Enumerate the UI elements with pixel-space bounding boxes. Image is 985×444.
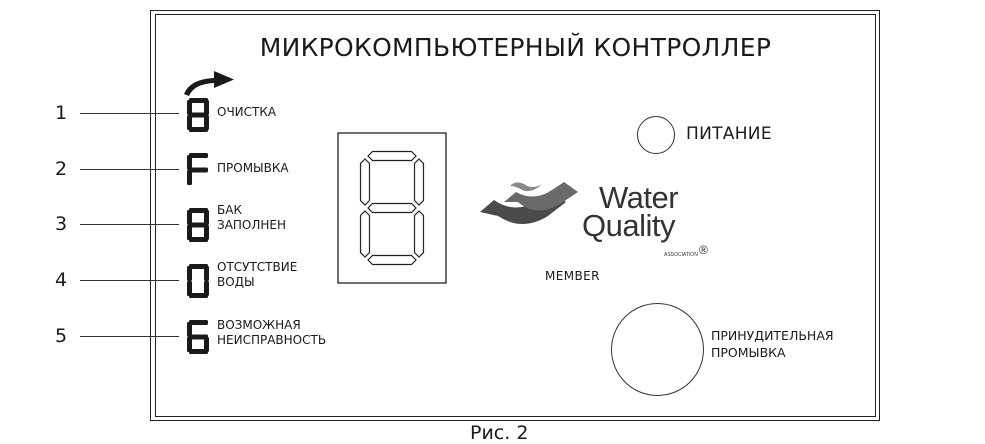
indicator-digit-cleaning xyxy=(187,98,209,132)
member-label: MEMBER xyxy=(545,269,600,283)
segment-e xyxy=(187,115,192,130)
indicator-label-line1: ПРОМЫВКА xyxy=(217,161,289,175)
wqa-word-association: ASSOCIATION xyxy=(664,252,698,258)
segment-a xyxy=(189,208,208,213)
indicator-label-line1: ВОЗМОЖНАЯ xyxy=(217,318,301,332)
indicator-digit-flushing xyxy=(187,153,208,185)
segment-g xyxy=(189,167,208,173)
segment-e xyxy=(187,225,192,240)
power-led-indicator xyxy=(637,116,675,154)
segment-f xyxy=(187,266,192,281)
rotation-arrow-icon xyxy=(184,71,234,96)
display-segment-e xyxy=(359,210,371,258)
display-segment-d xyxy=(367,254,417,266)
segment-c xyxy=(204,281,209,296)
indicator-label-line1: ОТСУТСТВИЕ xyxy=(217,260,298,274)
indicator-label-flushing: ПРОМЫВКА xyxy=(217,161,289,176)
indicator-label-fault: ВОЗМОЖНАЯ НЕИСПРАВНОСТЬ xyxy=(217,318,326,348)
indicator-digit-tank-full xyxy=(187,208,209,242)
indicator-label-line2: ВОДЫ xyxy=(217,275,255,289)
forced-flush-label-line1: ПРИНУДИТЕЛЬНАЯ xyxy=(711,328,834,343)
indicator-digit-no-water xyxy=(187,264,209,298)
display-segment-c xyxy=(413,210,425,258)
indicator-number: 2 xyxy=(55,158,68,180)
segment-a xyxy=(189,320,208,325)
leader-line xyxy=(80,113,179,114)
panel-title: МИКРОКОМПЬЮТЕРНЫЙ КОНТРОЛЛЕР xyxy=(259,33,772,62)
seven-segment-display xyxy=(337,132,447,284)
figure-caption: Рис. 2 xyxy=(470,422,529,444)
segment-c xyxy=(204,337,209,352)
segment-b xyxy=(204,100,209,115)
display-segment-g xyxy=(367,202,417,214)
forced-flush-button[interactable] xyxy=(611,303,704,396)
leader-line xyxy=(80,224,179,225)
wqa-word-water: Water xyxy=(599,180,679,215)
segment-f xyxy=(187,100,192,115)
power-label: ПИТАНИЕ xyxy=(686,124,772,144)
segment-f xyxy=(187,322,192,337)
registered-mark: ® xyxy=(699,243,708,257)
indicator-number: 1 xyxy=(55,102,68,124)
forced-flush-label: ПРИНУДИТЕЛЬНАЯ ПРОМЫВКА xyxy=(711,327,834,361)
segment-g xyxy=(189,334,208,340)
segment-e xyxy=(187,281,192,296)
indicator-label-line2: ЗАПОЛНЕН xyxy=(217,218,287,232)
segment-b xyxy=(204,266,209,281)
segment-e xyxy=(187,337,192,352)
segment-c xyxy=(204,115,209,130)
indicator-label-tank-full: БАК ЗАПОЛНЕН xyxy=(217,203,286,233)
panel-outer-frame xyxy=(150,10,880,421)
wqa-word-quality: Quality xyxy=(582,208,675,243)
segment-e xyxy=(187,170,192,185)
indicator-number: 3 xyxy=(55,213,68,235)
indicator-number: 4 xyxy=(55,269,68,291)
forced-flush-label-line2: ПРОМЫВКА xyxy=(711,345,786,360)
panel-inner-frame xyxy=(155,14,876,417)
segment-d xyxy=(189,293,208,298)
display-segment-f xyxy=(359,158,371,206)
leader-line xyxy=(80,280,179,281)
segment-d xyxy=(189,127,208,132)
indicator-label-line2: НЕИСПРАВНОСТЬ xyxy=(217,333,327,347)
segment-b xyxy=(204,210,209,225)
leader-line xyxy=(80,336,179,337)
segment-a xyxy=(189,264,208,269)
indicator-label-line1: БАК xyxy=(217,203,242,217)
segment-f xyxy=(187,210,192,225)
segment-c xyxy=(204,225,209,240)
leader-line xyxy=(80,169,179,170)
segment-g xyxy=(189,222,208,228)
segment-a xyxy=(189,153,208,158)
segment-g xyxy=(189,112,208,118)
segment-f xyxy=(187,155,192,170)
segment-d xyxy=(189,237,208,242)
indicator-label-no-water: ОТСУТСТВИЕ ВОДЫ xyxy=(217,260,297,290)
wqa-logo-mark xyxy=(480,182,578,224)
indicator-label-line1: ОЧИСТКА xyxy=(217,105,277,119)
indicator-digit-fault xyxy=(187,320,209,354)
indicator-number: 5 xyxy=(55,325,68,347)
segment-a xyxy=(189,98,208,103)
display-segment-b xyxy=(413,158,425,206)
display-segment-a xyxy=(367,150,417,162)
segment-d xyxy=(189,349,208,354)
indicator-label-cleaning: ОЧИСТКА xyxy=(217,105,276,120)
